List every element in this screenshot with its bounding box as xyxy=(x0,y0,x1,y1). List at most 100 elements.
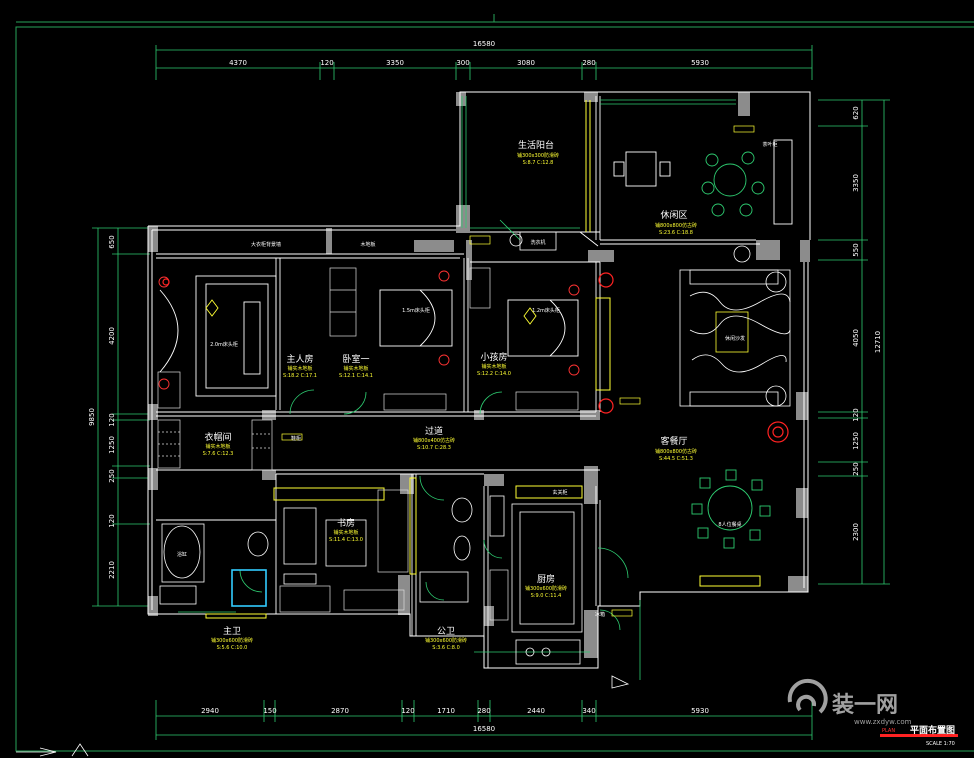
left-dim-2: 4200 xyxy=(108,327,116,345)
bottom-dimension-chain xyxy=(155,700,813,740)
label-tea: 茶叶柜 xyxy=(762,141,777,148)
bottom-dim-8: 340 xyxy=(582,707,595,715)
level-markers xyxy=(16,675,630,757)
room-area-master: S:18.2 C:17.1 xyxy=(283,373,317,379)
leisure-furniture xyxy=(613,139,793,225)
right-dim-4: 4050 xyxy=(852,329,860,347)
structural-columns xyxy=(148,92,810,658)
right-dim-8: 2300 xyxy=(852,523,860,541)
top-total-dim: 16580 xyxy=(473,40,495,48)
top-dim-4: 300 xyxy=(456,59,469,67)
top-dim-1: 4370 xyxy=(229,59,247,67)
room-area-kitchen: S:9.0 C:11.4 xyxy=(531,593,562,599)
right-dim-7: 250 xyxy=(852,462,860,475)
bottom-dim-2: 150 xyxy=(263,707,276,715)
left-dimension-chain xyxy=(92,227,150,607)
living-sofa xyxy=(679,245,791,407)
top-dim-3: 3350 xyxy=(386,59,404,67)
outer-walls xyxy=(147,91,811,669)
room-area-balcony: S:8.7 C:12.8 xyxy=(523,160,554,166)
furniture-labels: 大衣柜背景墙 木地板 2.0m床头柜 1.5m床头柜 1.2m床头柜 休闲沙发 … xyxy=(177,141,778,618)
bed-kid xyxy=(507,284,580,376)
door-swings xyxy=(178,96,736,680)
room-floor-living: 铺800x800仿古砖 xyxy=(655,448,697,455)
room-name-kitchen: 厨房 xyxy=(537,573,555,585)
bed-one xyxy=(379,270,453,366)
room-name-master-bath: 主卫 xyxy=(223,625,241,637)
watermark-brand: 装一网 xyxy=(832,693,898,718)
top-dim-7: 5930 xyxy=(691,59,709,67)
room-floor-leisure: 铺800x800仿古砖 xyxy=(655,222,697,229)
right-dimension-chain xyxy=(818,99,890,585)
right-dim-5: 120 xyxy=(852,408,860,421)
top-dim-5: 3080 xyxy=(517,59,535,67)
bed-master xyxy=(158,275,277,397)
plan-title: 平面布置图 xyxy=(910,724,955,736)
bathroom-fixtures xyxy=(159,231,557,607)
bottom-dim-6: 280 xyxy=(477,707,490,715)
top-dim-6: 280 xyxy=(582,59,595,67)
left-dim-4: 1250 xyxy=(108,436,116,454)
right-dim-3: 550 xyxy=(852,243,860,256)
annotation-tags xyxy=(281,125,755,617)
bottom-dim-5: 1710 xyxy=(437,707,455,715)
study-furniture xyxy=(283,507,367,585)
left-dim-7: 2210 xyxy=(108,561,116,579)
room-name-living: 客餐厅 xyxy=(660,435,687,447)
room-area-public-bath: S:3.6 C:8.0 xyxy=(432,645,460,651)
yellow-fixtures xyxy=(205,100,761,619)
room-area-hall: S:10.7 C:28.3 xyxy=(417,445,451,451)
watermark-url: www.zxdyw.com xyxy=(854,718,912,726)
right-dim-2: 3350 xyxy=(852,174,860,192)
room-floor-kitchen: 铺300x600防滑砖 xyxy=(525,585,567,592)
label-wardrobe-big: 大衣柜背景墙 xyxy=(251,241,281,248)
plant-markers xyxy=(162,272,789,443)
label-wardrobe-wood: 木地板 xyxy=(360,241,375,248)
drawing-frame xyxy=(15,14,974,752)
plan-scale: SCALE 1:70 xyxy=(926,741,955,747)
room-name-public-bath: 公卫 xyxy=(437,626,455,637)
right-dim-6: 1250 xyxy=(852,432,860,450)
label-shoe: 玄关柜 xyxy=(552,489,567,496)
room-area-kids: S:12.2 C:14.0 xyxy=(477,371,511,377)
label-bath: 浴缸 xyxy=(177,551,187,558)
left-dim-6: 120 xyxy=(108,514,116,527)
left-dim-1: 650 xyxy=(108,235,116,248)
label-cabinet: 鞋柜 xyxy=(291,435,301,442)
room-labels: 生活阳台 铺300x300防滑砖 S:8.7 C:12.8 休闲区 铺800x8… xyxy=(203,139,697,651)
room-floor-master-bath: 铺300x600防滑砖 xyxy=(211,637,253,644)
label-bed-kid: 1.2m床头柜 xyxy=(532,307,560,314)
wardrobes xyxy=(157,267,579,621)
bottom-dim-4: 120 xyxy=(401,707,414,715)
room-area-study: S:11.4 C:13.0 xyxy=(329,537,363,543)
room-floor-study: 铺实木地板 xyxy=(333,529,358,536)
left-dim-5: 250 xyxy=(108,469,116,482)
label-bed-master: 2.0m床头柜 xyxy=(210,341,238,348)
room-name-hall: 过道 xyxy=(425,425,443,437)
room-area-leisure: S:23.6 C:18.8 xyxy=(659,230,693,236)
room-area-closet: S:7.6 C:12.3 xyxy=(203,451,234,457)
interior-walls xyxy=(156,96,760,668)
room-name-leisure: 休闲区 xyxy=(660,209,687,221)
room-floor-bedroom-one: 铺实木地板 xyxy=(343,365,368,372)
room-name-balcony: 生活阳台 xyxy=(518,139,554,151)
bottom-total-dim: 16580 xyxy=(473,725,495,733)
right-dim-1: 620 xyxy=(852,106,860,119)
watermark-logo-icon xyxy=(787,678,828,714)
bottom-dim-7: 2440 xyxy=(527,707,545,715)
top-dimension-chain xyxy=(155,45,813,80)
room-floor-public-bath: 铺300x600防滑砖 xyxy=(425,637,467,644)
label-sofa: 休闲沙发 xyxy=(725,335,745,342)
left-total-dim: 9850 xyxy=(88,408,96,426)
watermark: 装一网 www.zxdyw.com xyxy=(787,678,912,726)
label-fridge: 冰箱 xyxy=(595,611,605,618)
room-floor-balcony: 铺300x300防滑砖 xyxy=(517,152,559,159)
room-name-master: 主人房 xyxy=(286,353,313,365)
bottom-dim-1: 2940 xyxy=(201,707,219,715)
bottom-dim-3: 2870 xyxy=(331,707,349,715)
room-area-living: S:44.5 C:51.3 xyxy=(659,456,693,462)
label-dining: 8人位餐桌 xyxy=(718,521,741,528)
room-name-kids: 小孩房 xyxy=(480,351,507,363)
label-bed-one: 1.5m床头柜 xyxy=(402,307,430,314)
